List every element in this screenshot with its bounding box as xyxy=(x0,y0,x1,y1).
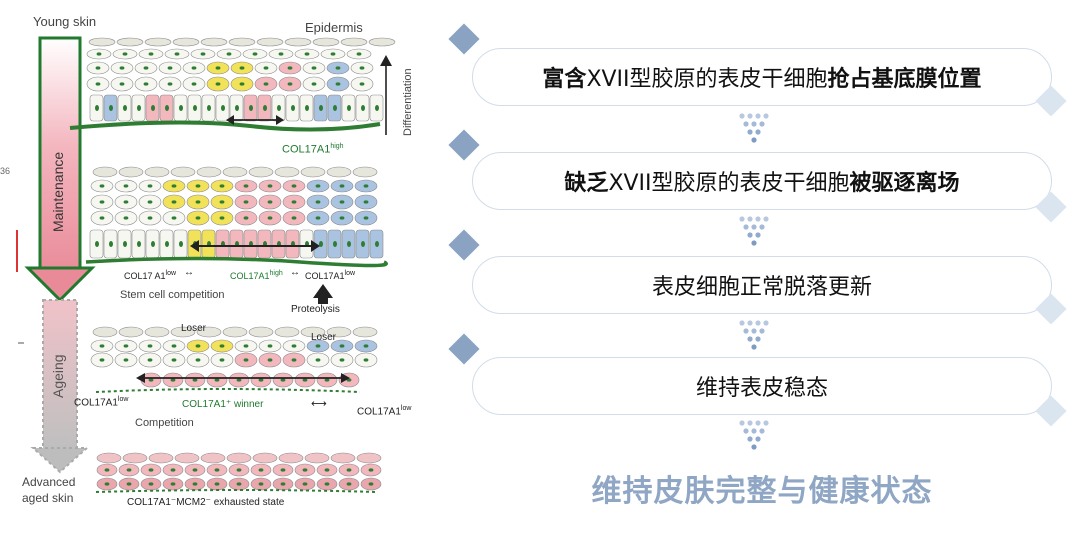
dot-triangle-icon xyxy=(739,216,769,246)
step-2-text: XVII型胶原的表皮干细胞 xyxy=(608,171,850,196)
differentiation-label: Differentiation xyxy=(402,68,414,136)
step-4-text: 维持表皮稳态 xyxy=(695,376,828,401)
step-1-bold-suffix: 抢占基底膜位置 xyxy=(827,67,982,92)
cell-illustration xyxy=(16,36,396,493)
maintenance-label: Maintenance xyxy=(50,151,66,232)
col17a1-low-p3-label: COL17A1low xyxy=(74,396,129,409)
step-2-bold-suffix: 被驱逐离场 xyxy=(849,171,960,196)
dot-triangle-icon xyxy=(739,113,769,143)
diamond-icon xyxy=(448,333,480,365)
diamond-icon xyxy=(448,23,480,55)
ageing-arrow xyxy=(30,299,90,474)
double-arrow-2: ↔ xyxy=(290,267,300,278)
col17a1-winner-label: COL17A1⁺ winner xyxy=(182,399,264,410)
step-1-text: XVII型胶原的表皮干细胞 xyxy=(586,67,828,92)
conclusion-text: 维持皮肤完整与健康状态 xyxy=(591,474,933,509)
proteolysis-arrow xyxy=(313,284,333,298)
skin-ageing-diagram: Young skin Epidermis Differentiation Mai… xyxy=(0,0,440,537)
step-4-box: 维持表皮稳态 xyxy=(472,357,1052,415)
step-2-bold-prefix: 缺乏 xyxy=(564,171,609,196)
col17a1-high-label: COL17A1high xyxy=(282,143,344,156)
double-arrow-1: ↔ xyxy=(184,267,194,278)
differentiation-arrow xyxy=(380,55,392,135)
step-1-bold-prefix: 富含 xyxy=(542,67,587,92)
stem-cell-competition-label: Stem cell competition xyxy=(120,289,225,301)
dot-triangle-icon xyxy=(739,320,769,350)
diamond-icon xyxy=(448,129,480,161)
competition-label: Competition xyxy=(135,417,194,429)
step-3-box: 表皮细胞正常脱落更新 xyxy=(472,256,1052,314)
col17a1-high-mid-label: COL17A1high xyxy=(230,270,283,281)
loser-right-label: Loser xyxy=(311,332,337,343)
advanced-label: Advanced xyxy=(22,475,76,489)
proteolysis-label: Proteolysis xyxy=(291,304,340,315)
step-3-text: 表皮细胞正常脱落更新 xyxy=(651,275,872,300)
exhausted-state-label: COL17A1⁻MCM2⁻ exhausted state xyxy=(127,497,285,508)
ageing-label: Ageing xyxy=(50,354,66,398)
double-arrow-3: ⟷ xyxy=(311,398,327,410)
edge-number: 36 xyxy=(0,166,11,176)
col17a1-low-left-label: COL17 A1low xyxy=(124,270,177,281)
maintenance-arrow xyxy=(24,36,96,303)
col17a1-low-right-label: COL17A1low xyxy=(305,270,356,281)
loser-left-label: Loser xyxy=(181,323,207,334)
diamond-icon xyxy=(448,229,480,261)
aged-skin-label: aged skin xyxy=(22,491,74,505)
epidermis-label: Epidermis xyxy=(305,20,363,35)
young-skin-label: Young skin xyxy=(33,14,97,29)
dot-triangle-icon xyxy=(739,420,769,450)
col17a1-low-p3-right-label: COL17A1low xyxy=(357,405,412,418)
